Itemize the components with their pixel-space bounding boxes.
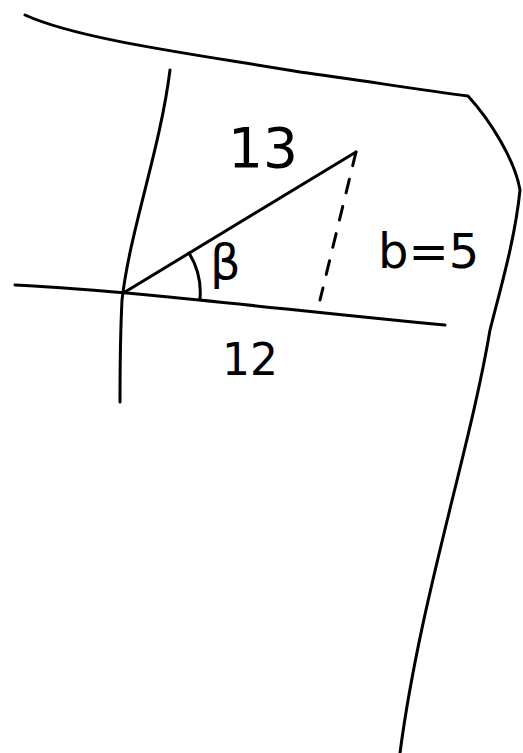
angle-arc: [189, 253, 200, 299]
opposite-side: [320, 152, 356, 300]
outline: [25, 15, 520, 753]
dimension-label: 12: [222, 336, 278, 384]
dimension-label: 13: [228, 118, 298, 179]
x-axis: [15, 285, 445, 325]
dimension-label: b=5: [378, 225, 479, 278]
y-axis: [120, 70, 170, 402]
dimension-label: β: [210, 236, 241, 289]
